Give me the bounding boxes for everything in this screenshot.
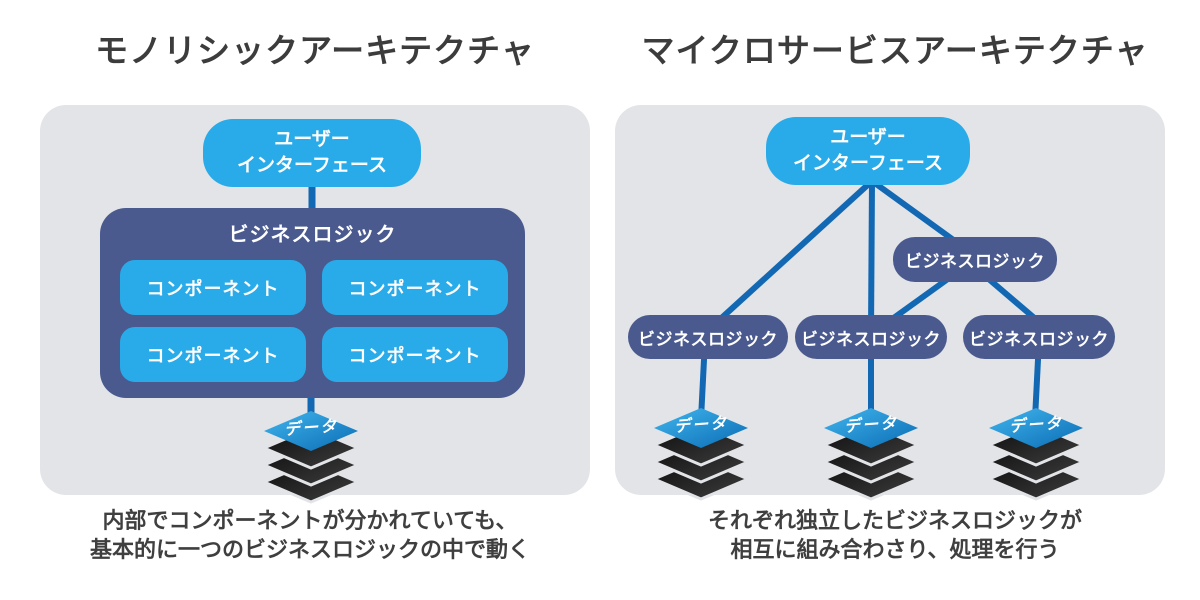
ui-label-line1: ユーザー <box>830 127 906 149</box>
monolithic-data-stack: データ <box>264 411 358 505</box>
component-box-3: コンポーネント <box>120 327 306 382</box>
caption-line2: 相互に組み合わさり、処理を行う <box>730 537 1060 563</box>
caption-line1: それぞれ独立したビジネスロジックが <box>707 508 1082 533</box>
ui-label-line2: インターフェース <box>793 153 943 174</box>
business-logic-node-left: ビジネスロジック <box>628 315 788 359</box>
component-box-1: コンポーネント <box>120 260 306 315</box>
microservices-data-stack-1: データ <box>654 408 748 502</box>
caption-line1: 内部でコンポーネントが分かれていても、 <box>102 508 518 533</box>
microservices-data-stack-3: データ <box>989 408 1083 502</box>
database-layers-icon <box>824 408 918 501</box>
microservices-ui-box: ユーザー インターフェース <box>766 117 970 185</box>
monolithic-caption: 内部でコンポーネントが分かれていても、 基本的に一つのビジネスロジックの中で動く <box>10 506 610 564</box>
monolithic-panel: ユーザー インターフェース ビジネスロジック コンポーネント コンポーネント コ… <box>40 105 590 504</box>
database-layers-icon <box>989 408 1083 501</box>
component-box-4: コンポーネント <box>322 327 508 382</box>
business-logic-node-middle: ビジネスロジック <box>795 315 947 359</box>
microservices-title: マイクロサービスアーキテクチャ <box>641 32 1149 69</box>
caption-line2: 基本的に一つのビジネスロジックの中で動く <box>89 537 530 563</box>
microservices-data-stack-2: データ <box>824 408 918 502</box>
ui-label-line1: ユーザー <box>274 129 350 151</box>
database-layers-icon <box>264 411 358 504</box>
component-box-2: コンポーネント <box>322 260 508 315</box>
ui-label-line2: インターフェース <box>237 155 387 176</box>
monolithic-business-logic-box: ビジネスロジック コンポーネント コンポーネント コンポーネント コンポーネント <box>100 208 525 398</box>
business-logic-node-hub: ビジネスロジック <box>893 237 1057 282</box>
monolithic-title: モノリシックアーキテクチャ <box>95 32 535 69</box>
business-logic-label: ビジネスロジック <box>228 224 397 246</box>
monolithic-ui-box: ユーザー インターフェース <box>203 119 421 187</box>
microservices-caption: それぞれ独立したビジネスロジックが 相互に組み合わさり、処理を行う <box>595 506 1195 564</box>
database-layers-icon <box>654 408 748 501</box>
business-logic-node-right: ビジネスロジック <box>963 315 1115 359</box>
microservices-panel: ユーザー インターフェース ビジネスロジック ビジネスロジック ビジネスロジック… <box>615 105 1165 501</box>
